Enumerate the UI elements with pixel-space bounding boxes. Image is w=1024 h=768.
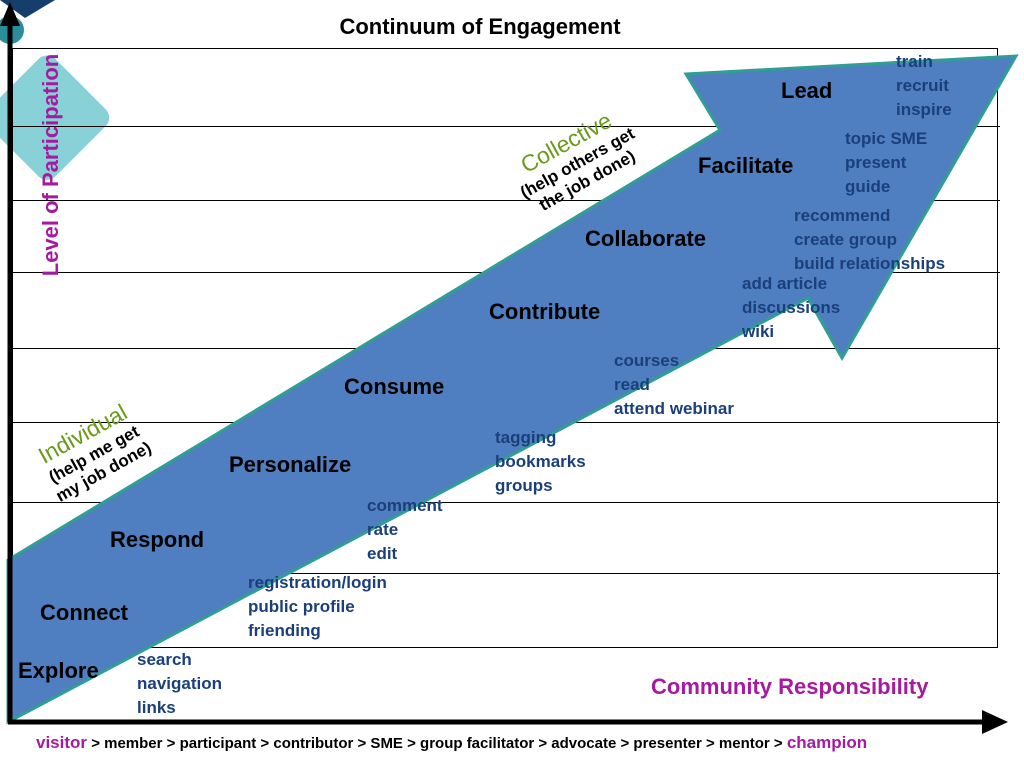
engagement-arrow (6, 54, 1019, 725)
activity-item: friending (248, 621, 321, 640)
activity-item: attend webinar (614, 399, 734, 418)
x-axis-arrowhead (982, 710, 1008, 734)
row-divider (12, 502, 1000, 503)
activities-explore: search navigation links (137, 648, 222, 720)
stage-collaborate: Collaborate (585, 226, 707, 251)
activity-item: groups (495, 476, 553, 495)
stage-respond: Respond (110, 527, 205, 552)
activity-item: links (137, 698, 176, 717)
activity-item: read (614, 375, 650, 394)
role-start: visitor (36, 733, 88, 752)
activity-item: create group (794, 230, 897, 249)
activities-personalize: tagging bookmarks groups (495, 426, 586, 498)
activity-item: navigation (137, 674, 223, 693)
activity-item: guide (845, 177, 891, 196)
stage-connect: Connect (40, 600, 128, 625)
row-divider (12, 200, 1000, 201)
row-divider (12, 573, 1000, 574)
activity-item: edit (367, 544, 398, 563)
activity-item: registration/login (248, 573, 387, 592)
y-axis-arrowhead (0, 2, 20, 26)
role-middle: > member > participant > contributor > S… (87, 735, 787, 752)
activity-item: tagging (495, 428, 557, 447)
role-end: champion (786, 733, 868, 752)
activity-item: add article (742, 274, 828, 293)
activity-item: courses (614, 351, 680, 370)
activity-item: rate (367, 520, 399, 539)
activity-item: recruit (896, 76, 949, 95)
x-axis-label: Community Responsibility (651, 674, 929, 699)
activity-item: bookmarks (495, 452, 586, 471)
activity-item: inspire (896, 100, 952, 119)
stage-lead: Lead (781, 78, 833, 103)
activities-contribute: add article discussions wiki (742, 272, 840, 344)
stage-personalize: Personalize (229, 452, 352, 477)
activities-lead: train recruit inspire (896, 50, 952, 122)
activity-item: search (137, 650, 192, 669)
activity-item: present (845, 153, 907, 172)
role-progression: visitor > member > participant > contrib… (36, 733, 867, 753)
activity-item: topic SME (845, 129, 928, 148)
stage-explore: Explore (18, 658, 99, 683)
activities-respond: comment rate edit (367, 494, 443, 566)
activities-connect: registration/login public profile friend… (248, 571, 387, 643)
activities-facilitate: topic SME present guide (845, 127, 927, 199)
activity-item: train (896, 52, 933, 71)
activities-collaborate: recommend create group build relationshi… (794, 204, 945, 276)
stage-contribute: Contribute (489, 299, 601, 324)
stage-facilitate: Facilitate (698, 153, 794, 178)
decorative-corner-shape (0, 0, 55, 18)
activity-item: discussions (742, 298, 841, 317)
y-axis-label: Level of Participation (38, 53, 63, 277)
activity-item: build relationships (794, 254, 946, 273)
activity-item: public profile (248, 597, 355, 616)
activity-item: comment (367, 496, 443, 515)
stage-consume: Consume (344, 374, 445, 399)
row-divider (12, 126, 1000, 127)
diagram-title: Continuum of Engagement (339, 14, 621, 39)
decorative-diamond-shape (0, 55, 110, 180)
activities-consume: courses read attend webinar (614, 349, 734, 421)
activity-item: wiki (742, 322, 775, 341)
activity-item: recommend (794, 206, 891, 225)
